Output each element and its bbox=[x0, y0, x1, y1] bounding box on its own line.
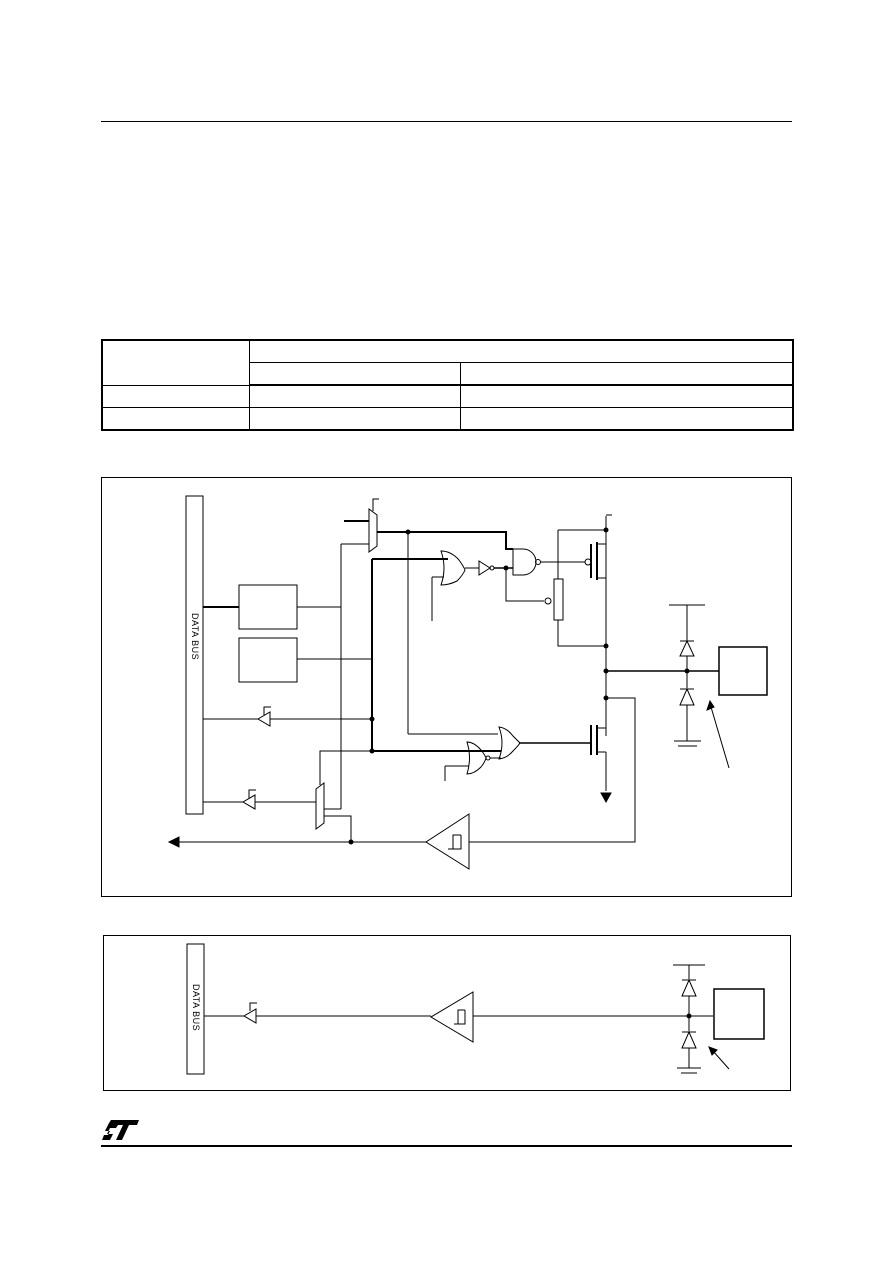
diode-lower bbox=[679, 687, 695, 706]
table-header-cell bbox=[459, 362, 794, 386]
data-bus-bar bbox=[186, 943, 205, 1075]
table-cell bbox=[101, 384, 250, 408]
table-cell bbox=[248, 407, 461, 431]
nand-gate bbox=[512, 548, 537, 576]
io-port-circuit-figure: DATA BUS bbox=[101, 477, 792, 897]
table-cell bbox=[248, 384, 461, 408]
schmitt-trigger bbox=[425, 813, 470, 870]
input-mux bbox=[315, 782, 325, 830]
pmos-transistor-2 bbox=[553, 578, 564, 621]
data-bus-label: DATA BUS bbox=[190, 613, 200, 661]
ground-arrow bbox=[600, 792, 612, 804]
tristate-buffer bbox=[243, 1008, 257, 1024]
st-logo-icon bbox=[102, 1120, 139, 1140]
table-header-cell bbox=[248, 362, 461, 386]
nor-gate bbox=[466, 741, 487, 775]
io-pad-box bbox=[718, 646, 768, 696]
register-box-2 bbox=[238, 637, 298, 683]
data-bus-label: DATA BUS bbox=[191, 984, 201, 1032]
footer-rule bbox=[101, 1145, 792, 1147]
diode-lower bbox=[681, 1030, 697, 1049]
output-arrow bbox=[167, 836, 180, 848]
output-mux bbox=[368, 508, 378, 553]
data-bus-bar bbox=[185, 495, 204, 815]
table-header-cell bbox=[101, 339, 250, 386]
inverter-gate bbox=[478, 560, 491, 576]
or-gate-2 bbox=[498, 726, 521, 760]
diode-upper bbox=[679, 639, 695, 657]
table-header-cell bbox=[248, 339, 794, 363]
schmitt-trigger bbox=[430, 991, 474, 1043]
table-cell bbox=[459, 407, 794, 431]
io-port-circuit-diagram bbox=[167, 495, 768, 870]
input-circuit-figure: DATA BUS bbox=[103, 935, 791, 1091]
empty-table bbox=[101, 339, 794, 431]
table-cell bbox=[101, 407, 250, 431]
header-rule bbox=[101, 121, 792, 122]
io-pad-box bbox=[713, 988, 765, 1040]
diode-upper bbox=[681, 978, 697, 997]
or-gate-1 bbox=[440, 550, 466, 586]
table-cell bbox=[459, 384, 794, 408]
register-box-1 bbox=[238, 584, 298, 630]
input-circuit-diagram bbox=[186, 943, 765, 1075]
